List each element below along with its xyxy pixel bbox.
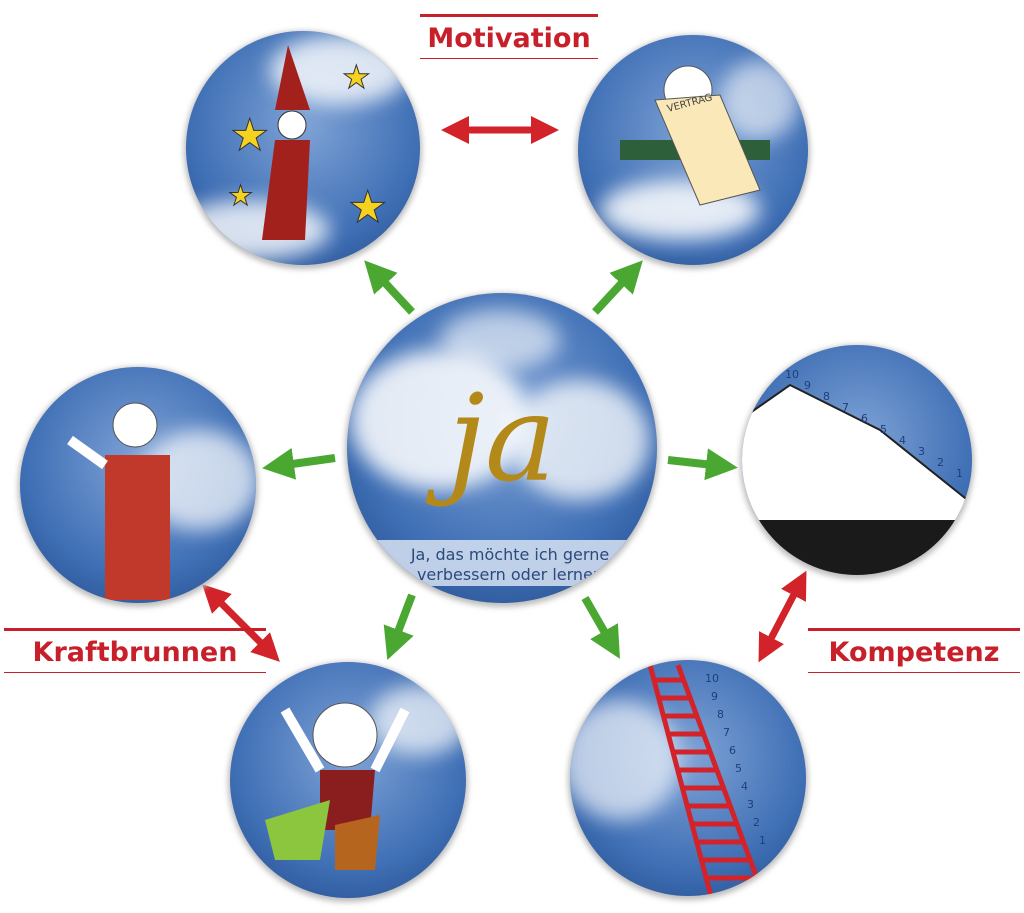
circle-wizard: ★ ★ ★ ★ [184, 31, 422, 269]
star-icon: ★ [342, 58, 371, 96]
wizard-illustration: ★ ★ ★ ★ [228, 45, 388, 240]
red-arrows [202, 116, 807, 663]
ladder-number: 3 [747, 798, 754, 811]
ladder-number: 5 [735, 762, 742, 775]
label-motivation-text: Motivation [427, 23, 591, 54]
center-caption-line1: Ja, das möchte ich gerne [410, 545, 609, 564]
arrow-kraftbrunnen [202, 584, 280, 662]
ladder-illustration [647, 664, 768, 896]
mountain-number: 1 [956, 467, 963, 480]
star-icon: ★ [348, 182, 387, 233]
circle-ladder: 10 9 8 7 6 5 4 3 2 1 [568, 660, 808, 900]
ladder-number: 9 [711, 690, 718, 703]
arrow-to-jumping-child [383, 593, 416, 660]
mountain-number: 6 [861, 412, 868, 425]
ladder-number: 10 [705, 672, 719, 685]
green-arrows [262, 260, 738, 660]
mountain-number: 9 [804, 379, 811, 392]
arrow-to-ladder [581, 596, 620, 659]
ladder-numbers: 10 9 8 7 6 5 4 3 2 1 [705, 672, 766, 847]
mountain-number: 10 [785, 368, 799, 381]
ladder-number: 8 [717, 708, 724, 721]
label-kompetenz: Kompetenz [808, 628, 1020, 673]
arrow-to-boy-scroll [592, 260, 643, 315]
ja-word: ja [426, 370, 557, 509]
ladder-number: 4 [741, 780, 748, 793]
ladder-number: 1 [759, 834, 766, 847]
label-kraftbrunnen-text: Kraftbrunnen [32, 637, 238, 668]
arrow-to-mountain [667, 448, 738, 481]
center-caption-line2: verbessern oder lernen [417, 565, 603, 584]
mountain-number: 3 [918, 445, 925, 458]
ladder-number: 2 [753, 816, 760, 829]
arrow-to-thumbs-up [262, 447, 336, 480]
arrow-kompetenz [758, 570, 807, 663]
ladder-number: 7 [723, 726, 730, 739]
ladder-number: 6 [729, 744, 736, 757]
circle-boy-scroll: VERTRAG [576, 35, 810, 269]
star-icon: ★ [228, 179, 253, 212]
circle-center-ja: ja Ja, das möchte ich gerne verbessern o… [345, 293, 659, 607]
arrow-to-wizard [364, 260, 415, 315]
label-kraftbrunnen: Kraftbrunnen [4, 628, 266, 673]
mountain-number: 2 [937, 456, 944, 469]
mountain-number: 7 [842, 401, 849, 414]
circle-jumping-child [228, 662, 468, 902]
label-motivation: Motivation [420, 14, 598, 59]
label-kompetenz-text: Kompetenz [828, 637, 1000, 668]
star-icon: ★ [230, 110, 269, 161]
mountain-number: 4 [899, 434, 906, 447]
mountain-number: 8 [823, 390, 830, 403]
mountain-number: 5 [880, 423, 887, 436]
ladder-part [675, 664, 768, 896]
circle-thumbs-up [18, 367, 258, 607]
